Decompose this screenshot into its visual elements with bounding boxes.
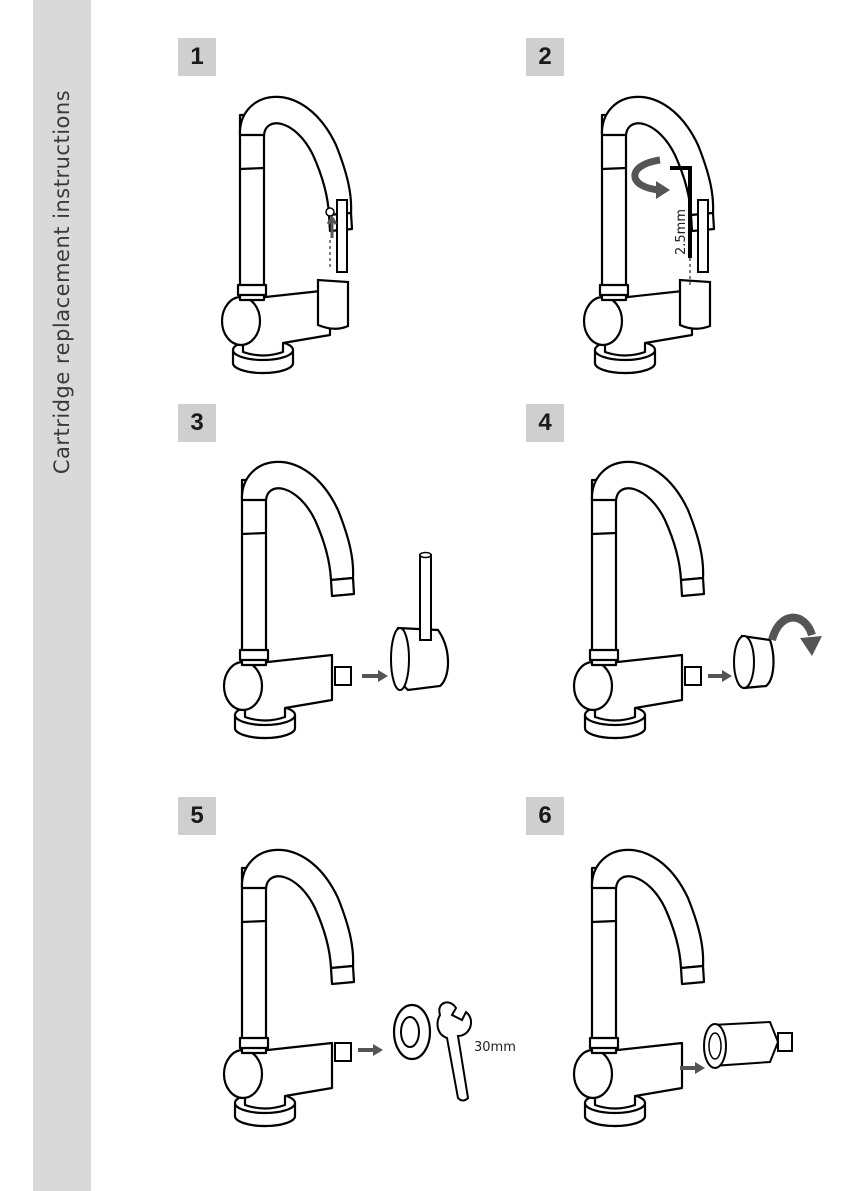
step-5-illustration: 30mm xyxy=(224,850,516,1126)
step-6-illustration xyxy=(574,850,792,1126)
wrench-size-label: 30mm xyxy=(474,1040,516,1055)
step-3-illustration xyxy=(224,462,448,738)
hex-key-size-label: 2.5mm xyxy=(674,209,689,255)
step-1-illustration xyxy=(222,97,352,373)
step-2-illustration: 2.5mm xyxy=(584,97,714,373)
step-4-illustration xyxy=(574,462,822,738)
